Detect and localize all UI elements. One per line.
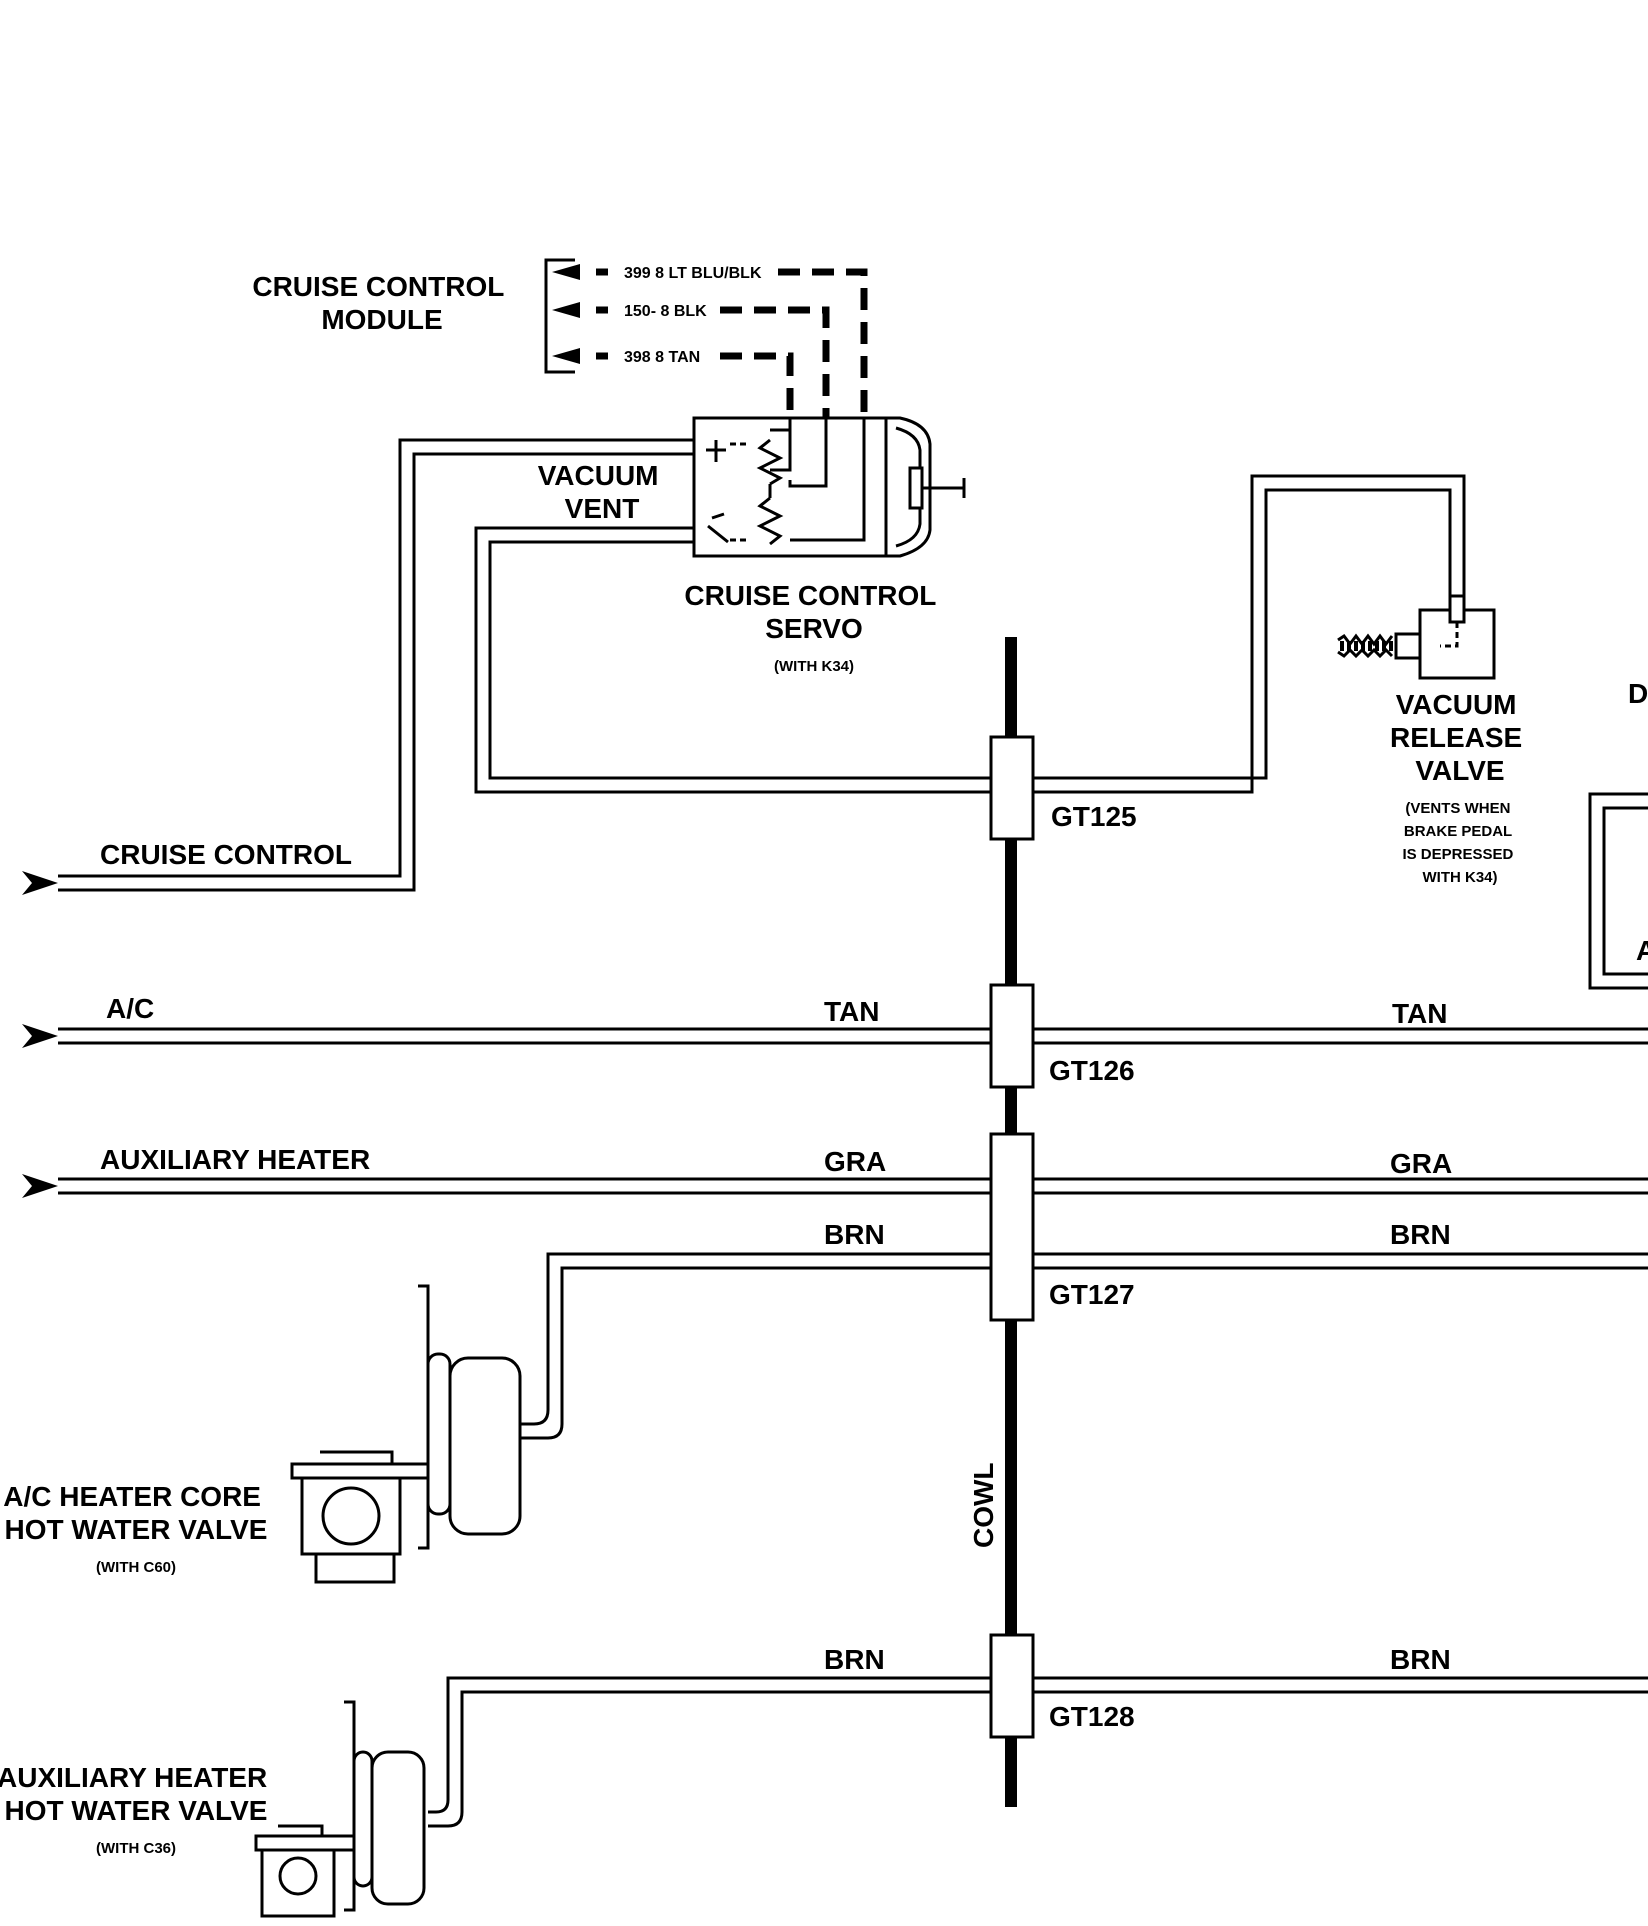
gt127-label: GT127 — [1049, 1279, 1135, 1310]
gt125-label: GT125 — [1051, 801, 1137, 832]
vacuum-release-valve — [1337, 594, 1496, 680]
wire-arrow-icon — [552, 264, 580, 280]
gt126-label: GT126 — [1049, 1055, 1135, 1086]
brn-line-ac-valve — [520, 1252, 1648, 1440]
dashed-wire-150 — [596, 306, 830, 418]
edge-a-label: A — [1636, 935, 1648, 966]
aux-heater-valve — [254, 1700, 426, 1918]
release-valve-note: (VENTS WHEN BRAKE PEDAL IS DEPRESSED WIT… — [1402, 800, 1517, 886]
servo-label: CRUISE CONTROL SERVO — [684, 580, 943, 644]
ac-line-label: A/C — [106, 993, 154, 1024]
cruise-module-label: CRUISE CONTROL MODULE — [252, 271, 511, 335]
aux-valve-note: (WITH C36) — [96, 1840, 176, 1857]
brn-line-aux-valve — [428, 1676, 1648, 1828]
ac-valve-label: A/C HEATER CORE HOT WATER VALVE — [3, 1481, 269, 1545]
wire-arrow-icon — [552, 348, 580, 364]
dashed-wire-399 — [596, 268, 868, 418]
dashed-wire-398 — [596, 352, 794, 418]
servo-to-release-valve-line — [474, 474, 1466, 794]
connector-gt128 — [989, 1633, 1035, 1739]
cruise-line-label: CRUISE CONTROL — [100, 839, 352, 870]
wire-label-399: 399 8 LT BLU/BLK — [624, 265, 762, 282]
brn1-left-label: BRN — [824, 1219, 885, 1250]
cruise-control-vacuum-line — [22, 438, 700, 895]
wire-label-150: 150- 8 BLK — [624, 303, 707, 320]
aux-heater-arrow-icon — [22, 1174, 58, 1198]
cruise-arrow-icon — [22, 871, 58, 895]
gra-left-label: GRA — [824, 1146, 886, 1177]
right-edge-component — [1588, 792, 1648, 990]
module-wire-bracket — [544, 258, 580, 374]
brn1-right-label: BRN — [1390, 1219, 1451, 1250]
cruise-control-servo — [692, 416, 966, 558]
tan-left-label: TAN — [824, 996, 879, 1027]
gra-right-label: GRA — [1390, 1148, 1452, 1179]
tan-right-label: TAN — [1392, 998, 1447, 1029]
connector-gt126 — [989, 983, 1035, 1089]
connector-gt125 — [989, 735, 1035, 841]
gt128-label: GT128 — [1049, 1701, 1135, 1732]
connector-gt127 — [989, 1132, 1035, 1322]
ac-valve-note: (WITH C60) — [96, 1559, 176, 1576]
aux-line-label: AUXILIARY HEATER — [100, 1144, 370, 1175]
release-valve-label: VACUUM RELEASE VALVE — [1390, 689, 1530, 786]
brn2-right-label: BRN — [1390, 1644, 1451, 1675]
vacuum-vent-label: VACUUM VENT — [538, 460, 667, 524]
wire-label-398: 398 8 TAN — [624, 349, 700, 366]
cowl-label: COWL — [968, 1462, 999, 1548]
wire-arrow-icon — [552, 302, 580, 318]
servo-note: (WITH K34) — [774, 658, 854, 675]
ac-arrow-icon — [22, 1024, 58, 1048]
ac-heater-core-valve — [290, 1284, 522, 1584]
ac-vacuum-line — [22, 1024, 1648, 1048]
aux-heater-vacuum-line — [22, 1174, 1648, 1198]
edge-d-label: D — [1628, 678, 1648, 709]
brn2-left-label: BRN — [824, 1644, 885, 1675]
aux-valve-label: AUXILIARY HEATER HOT WATER VALVE — [0, 1762, 275, 1826]
